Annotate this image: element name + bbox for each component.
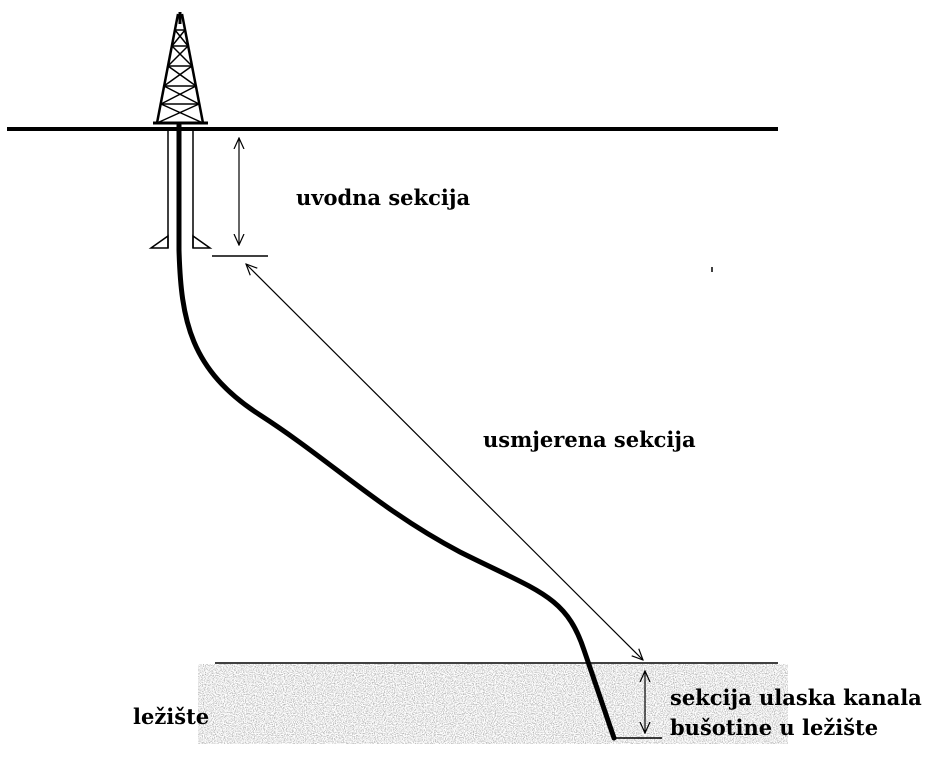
label-directional-section: usmjerena sekcija [483,427,696,452]
casing-shoe-right [192,234,213,249]
label-entry-section-line1: sekcija ulaska kanala [670,685,922,710]
label-reservoir: ležište [133,704,210,729]
surface-casing [167,131,194,248]
label-entry-section: sekcija ulaska kanala bušotine u ležište [670,683,922,743]
directional-section-arrow [246,264,643,660]
reservoir-zone [198,664,788,744]
label-surface-section: uvodna sekcija [296,185,471,210]
casing-shoe-left [148,234,169,249]
drilling-rig-icon [153,12,208,125]
label-entry-section-line2: bušotine u ležište [670,715,879,740]
